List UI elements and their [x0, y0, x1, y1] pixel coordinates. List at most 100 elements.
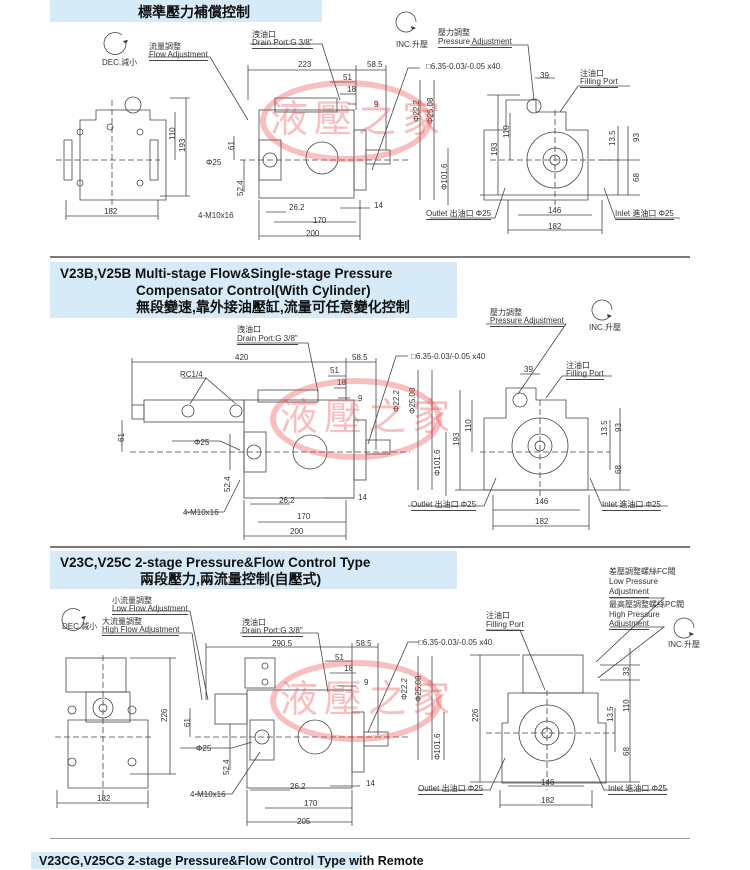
dim-182-front: 182: [104, 207, 118, 216]
section2-title-en-1: V23B,V25B Multi-stage Flow&Single-stage …: [60, 266, 393, 281]
section4-title-en: V23CG,V25CG 2-stage Pressure&Flow Contro…: [39, 854, 424, 868]
section1-title-zh: 標準壓力補償控制: [138, 4, 250, 20]
dim-182-3: 182: [97, 794, 111, 803]
section4-title-banner: V23CG,V25CG 2-stage Pressure&Flow Contro…: [31, 852, 424, 869]
dim-51-2: 51: [330, 366, 339, 375]
drain-port-en-3: Drain Port:G 3/8": [242, 626, 303, 637]
filling-port-zh-1: 注油口: [580, 69, 604, 78]
dim-39-2: 39: [524, 365, 533, 374]
section3-drawing: [55, 597, 695, 826]
outlet-label-3: Outlet 出油口 Φ25: [418, 784, 484, 795]
phi25-label-3: Φ25: [196, 744, 212, 753]
flow-adjustment-en: Flow Adjustment: [149, 50, 208, 61]
dec-label-2: DEC.減小: [62, 622, 98, 631]
section3-title-banner: V23C,V25C 2-stage Pressure&Flow Control …: [50, 551, 457, 589]
filling-port-en-3: Filling Port: [486, 620, 524, 631]
dim-phi101-6-3: Φ101.6: [433, 733, 442, 760]
high-pressure-en-1: High Pressure: [609, 610, 660, 619]
drain-port-zh-2: 洩油口: [237, 325, 261, 334]
high-pressure-zh: 最高壓調整螺絲PC閥: [609, 600, 685, 609]
dim-200: 200: [306, 229, 320, 238]
section1-drawing: [56, 11, 680, 240]
section2-title-en-2: Compensator Control(With Cylinder): [136, 283, 371, 298]
drain-port-zh-1: 洩油口: [252, 30, 276, 39]
dec-label-1: DEC.減小: [102, 58, 138, 67]
bolts-label-1: 4-M10x16: [198, 211, 234, 220]
inlet-label-1: Inlet 進油口 Φ25: [615, 209, 674, 220]
dim-200-2: 200: [290, 527, 304, 536]
dim-51: 51: [343, 73, 352, 82]
low-flow-zh: 小流量調整: [112, 596, 152, 605]
filling-port-en-2: Filling Port: [566, 369, 604, 380]
pressure-adjustment-en-2: Pressure Adjustment: [490, 316, 564, 327]
rc-label: RC1/4: [180, 370, 203, 379]
dim-170: 170: [313, 216, 327, 225]
pressure-adjustment-en-1: Pressure Adjustment: [438, 37, 512, 48]
dim-14: 14: [374, 201, 383, 210]
dim-51-3: 51: [335, 653, 344, 662]
dim-26-2: 26.2: [289, 203, 305, 212]
dim-170-2: 170: [297, 512, 311, 521]
dim-290-5: 290.5: [272, 639, 293, 648]
shaft-key-label-3: □6.35-0.03/-0.05 x40: [418, 638, 493, 647]
drain-port-en-1: Drain Port:G 3/8": [252, 38, 313, 49]
shaft-key-label-2: □6.35-0.03/-0.05 x40: [411, 352, 486, 361]
dim-18-3: 18: [344, 664, 353, 673]
filling-port-en-1: Filling Port: [580, 77, 618, 88]
dim-58-5: 58.5: [367, 60, 383, 69]
section1-title-banner: 標準壓力補償控制: [50, 0, 322, 22]
dim-26-2-2: 26.2: [279, 496, 295, 505]
dim-182-3r: 182: [541, 796, 555, 805]
high-flow-en: High Flow Adjustment: [102, 625, 180, 636]
bolts-label-3: 4-M10x16: [190, 790, 226, 799]
bolts-label-2: 4-M10x16: [183, 508, 219, 517]
low-flow-en: Low Flow Adjustment: [112, 604, 188, 615]
dim-182-rear: 182: [548, 222, 562, 231]
outlet-label-2: Outlet 出油口 Φ25: [411, 500, 477, 511]
shaft-key-label-1: □6.35-0.03/-0.05 x40: [426, 62, 501, 71]
dim-52-4-3: 52.4: [222, 759, 231, 775]
dim-146: 146: [548, 206, 562, 215]
dim-226-rear: 226: [471, 708, 480, 722]
section-divider-3: [50, 838, 690, 839]
inc-label-2: INC.升壓: [589, 323, 621, 332]
dim-110-3: 110: [622, 699, 631, 712]
dim-205: 205: [297, 817, 311, 826]
dim-223: 223: [298, 60, 312, 69]
phi25-label-1: Φ25: [206, 158, 222, 167]
high-pressure-en-2: Adjustment: [609, 619, 650, 630]
section-divider-2: [50, 546, 690, 548]
low-pressure-zh: 差壓調整螺絲FC閥: [609, 567, 676, 576]
inc-rotation-icon-3: [673, 617, 695, 639]
dim-18-2: 18: [337, 378, 346, 387]
dim-170-3: 170: [304, 799, 318, 808]
pressure-adjustment-zh-2: 壓力調整: [490, 308, 522, 317]
dec-rotation-icon: [103, 32, 127, 55]
section2-title-zh: 無段變速,靠外接油壓缸,流量可任意變化控制: [136, 299, 410, 315]
dim-61-3: 61: [183, 718, 192, 727]
dim-420: 420: [235, 353, 249, 362]
dim-13-5-3: 13.5: [606, 706, 615, 722]
outlet-label-1: Outlet 出油口 Φ25: [426, 209, 492, 220]
rear-view-body: [483, 99, 589, 201]
dim-phi22-2-3: Φ22.2: [400, 678, 409, 700]
dim-146-2: 146: [535, 497, 549, 506]
inc-label-1: INC.升壓: [396, 40, 428, 49]
drain-port-zh-3: 洩油口: [242, 618, 266, 627]
drain-port-en-2: Drain Port:G 3/8": [237, 334, 298, 345]
filling-port-zh-2: 注油口: [566, 361, 590, 370]
dim-58-5-3: 58.5: [356, 639, 372, 648]
inc-label-3: INC.升壓: [668, 640, 700, 649]
dim-146-3: 146: [541, 778, 555, 787]
section2-drawing: [121, 299, 668, 540]
dim-9-3: 9: [364, 678, 369, 687]
pressure-adjustment-zh-1: 壓力調整: [438, 28, 470, 37]
low-pressure-en-1: Low Pressure: [609, 577, 658, 586]
dim-14-2: 14: [358, 493, 367, 502]
flow-adjustment-zh: 流量調整: [149, 42, 181, 51]
inc-rotation-icon-2: [591, 299, 613, 321]
dim-9: 9: [374, 100, 379, 109]
section-divider-1: [50, 256, 690, 258]
low-pressure-en-2: Adjustment: [609, 587, 650, 598]
dim-phi25-08-3: Φ25.08: [414, 675, 423, 702]
